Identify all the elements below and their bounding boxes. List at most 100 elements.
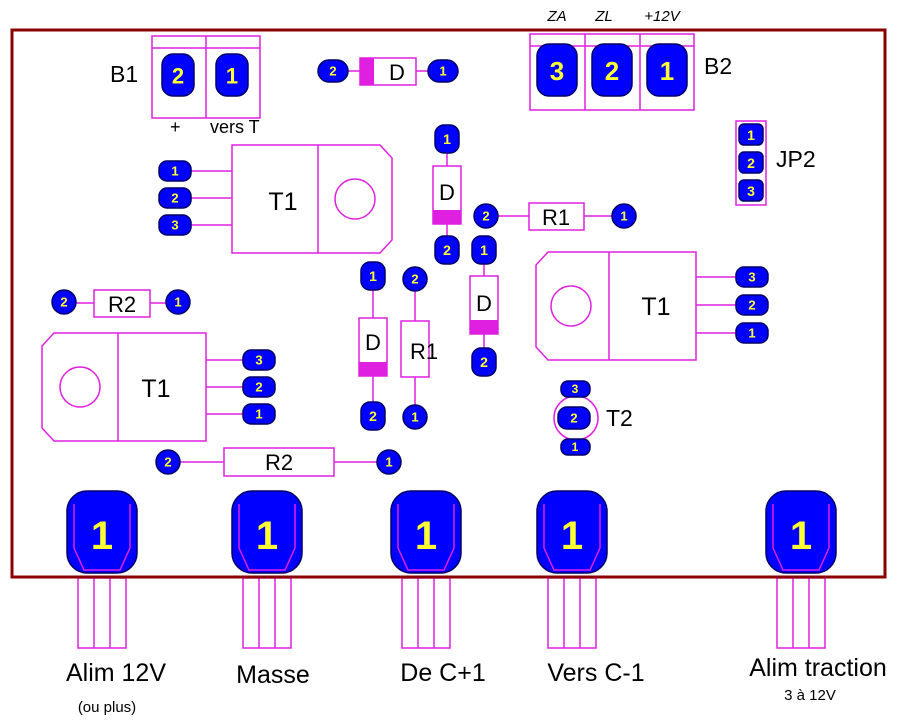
r2-upper-pad-2-number: 2 <box>60 295 67 310</box>
b1-pad-1-number: 1 <box>226 64 238 89</box>
b2-pad-1 <box>646 43 688 97</box>
t1-right-pad-1-number: 1 <box>748 326 755 341</box>
diode-center-upper-label: D <box>439 180 455 205</box>
header-zl-label: ZL <box>594 8 613 25</box>
resistor-r1-vertical: R1 2 1 <box>400 266 438 430</box>
t1-lower-pad-1-number: 1 <box>255 407 262 422</box>
t2-pad-3-number: 3 <box>572 382 579 396</box>
b2-pad-2 <box>591 43 633 97</box>
jp2-pad-2 <box>738 151 764 174</box>
diode-center-left-pad-1-number: 1 <box>369 268 377 284</box>
t1-right-label: T1 <box>641 293 670 321</box>
jp2-pad-3-number: 3 <box>747 183 755 199</box>
r1-vertical-pad-1-number: 1 <box>411 410 418 425</box>
diode-center-right-pad-1-number: 1 <box>480 242 488 258</box>
t2-pad-2 <box>557 406 591 430</box>
terminal-alim-traction-number: 1 <box>790 514 812 558</box>
diode-top-pad-1 <box>427 59 459 83</box>
t1-upper-pad-2-number: 2 <box>171 191 178 206</box>
b2-pad-1-number: 1 <box>660 56 674 86</box>
transistor-t1-upper: T1 1 2 3 <box>158 144 393 254</box>
jumper-jp2: 1 2 3 <box>735 120 767 206</box>
terminal-de-c-plus-1: 1 <box>390 490 462 574</box>
b1-vers-t-label: vers T <box>210 117 260 137</box>
r2-lower-pad-2 <box>155 449 181 475</box>
jp2-pad-2-number: 2 <box>747 155 755 171</box>
diode-top-pad-2-number: 2 <box>329 64 336 79</box>
connector-b2: 3 2 1 <box>529 33 695 111</box>
terminal-alim-12v-label: Alim 12V <box>66 659 166 687</box>
jp2-pad-1-number: 1 <box>747 127 755 143</box>
t1-upper-label: T1 <box>268 188 297 216</box>
terminal-vers-c-minus-1-label: Vers C-1 <box>547 659 644 687</box>
terminal-vers-c-minus-1-number: 1 <box>561 514 583 558</box>
diode-center-right-pad-1 <box>471 235 497 265</box>
terminal-alim-12v-number: 1 <box>91 514 113 558</box>
t1-right-pad-1 <box>735 322 769 344</box>
terminal-masse-number: 1 <box>256 514 278 558</box>
diode-top-pad-2 <box>317 59 349 83</box>
t1-right-pad-3 <box>735 266 769 288</box>
r1-horizontal-pad-1-number: 1 <box>620 209 627 224</box>
r1-vertical-label: R1 <box>410 339 438 364</box>
t1-right-pad-2 <box>735 294 769 316</box>
diode-center-left-pad-2 <box>360 401 386 431</box>
terminal-alim-traction: 1 <box>765 490 837 574</box>
header-za-label: ZA <box>546 8 566 25</box>
t1-upper-pad-2 <box>158 187 192 209</box>
jp2-label: JP2 <box>776 146 816 172</box>
diode-top: D 2 1 <box>317 57 459 86</box>
b1-pad-2-number: 2 <box>172 64 184 89</box>
r1-horizontal-pad-2-number: 2 <box>482 209 489 224</box>
t1-lower-pad-2 <box>242 376 276 398</box>
jp2-pad-3 <box>738 179 764 202</box>
diode-center-left-pad-2-number: 2 <box>369 408 377 424</box>
transistor-t2: 3 2 1 <box>553 380 599 456</box>
terminal-masse: 1 <box>231 490 303 574</box>
connector-b1: 2 1 <box>151 35 261 119</box>
t1-lower-pad-3-number: 3 <box>255 353 262 368</box>
t2-pad-2-number: 2 <box>570 411 577 426</box>
terminal-vers-c-minus-1: 1 <box>536 490 608 574</box>
t1-lower-pad-1 <box>242 403 276 425</box>
b2-pad-3-number: 3 <box>550 56 564 86</box>
diode-center-left-pad-1 <box>360 261 386 291</box>
b1-label: B1 <box>110 61 138 87</box>
header-12v-label: +12V <box>644 8 681 25</box>
t1-right-pad-2-number: 2 <box>748 298 755 313</box>
b1-pad-2 <box>161 53 195 97</box>
r1-vertical-pad-2-number: 2 <box>411 272 418 287</box>
diode-top-label: D <box>389 60 405 85</box>
diode-center-upper-pad-2 <box>434 235 460 265</box>
r1-horizontal-label: R1 <box>542 205 570 230</box>
r2-lower-pad-1 <box>376 449 402 475</box>
b2-label: B2 <box>704 53 732 79</box>
terminal-alim-12v-sublabel: (ou plus) <box>78 699 136 716</box>
t1-upper-pad-3-number: 3 <box>171 218 178 233</box>
board-outline <box>10 28 887 579</box>
r2-lower-pad-1-number: 1 <box>385 455 392 470</box>
r1-horizontal-pad-2 <box>473 203 499 229</box>
diode-center-right-pad-2-number: 2 <box>480 354 488 370</box>
diode-center-right-label: D <box>476 291 492 316</box>
b2-pad-3 <box>536 43 578 97</box>
terminal-masse-label: Masse <box>236 661 310 689</box>
r1-vertical-pad-1 <box>402 404 428 430</box>
b1-pad-1 <box>215 53 249 97</box>
terminal-de-c-plus-1-label: De C+1 <box>400 659 485 687</box>
t1-right-pad-3-number: 3 <box>748 270 755 285</box>
r2-upper-label: R2 <box>108 292 136 317</box>
r2-lower-pad-2-number: 2 <box>164 455 171 470</box>
resistor-r2-upper: R2 2 1 <box>51 289 191 318</box>
b1-plus-label: + <box>170 117 181 137</box>
r2-upper-pad-1 <box>165 289 191 315</box>
t1-upper-pad-3 <box>158 214 192 236</box>
diode-center-left: D 1 2 <box>358 261 388 431</box>
diode-center-left-label: D <box>365 330 381 355</box>
transistor-t1-lower: T1 3 2 1 <box>41 332 276 442</box>
t1-lower-label: T1 <box>141 375 170 403</box>
diode-center-upper: D 1 2 <box>432 124 462 265</box>
terminal-alim-traction-sublabel: 3 à 12V <box>784 687 836 704</box>
t2-pad-3 <box>560 380 591 398</box>
